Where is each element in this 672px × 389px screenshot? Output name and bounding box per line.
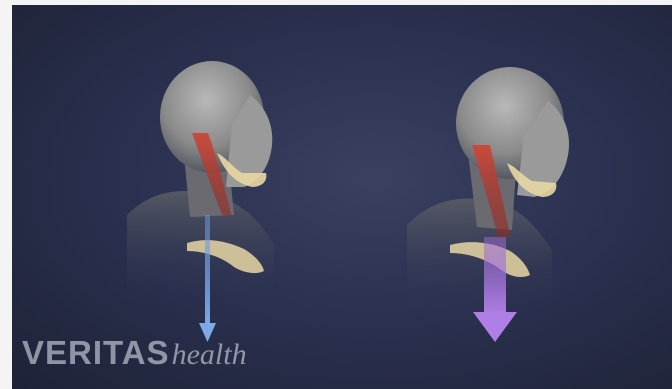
- neck-posture-illustration: VERITAS health: [12, 5, 672, 389]
- forward-posture-figure: [407, 67, 569, 342]
- veritas-health-watermark: VERITAS health: [22, 334, 247, 374]
- watermark-sub: health: [172, 338, 247, 372]
- right-load-arrow-head: [473, 312, 517, 342]
- right-load-arrow-shaft: [484, 237, 506, 315]
- neutral-posture-figure: [127, 61, 274, 342]
- left-load-arrow-shaft: [205, 215, 210, 325]
- watermark-brand: VERITAS: [22, 334, 170, 372]
